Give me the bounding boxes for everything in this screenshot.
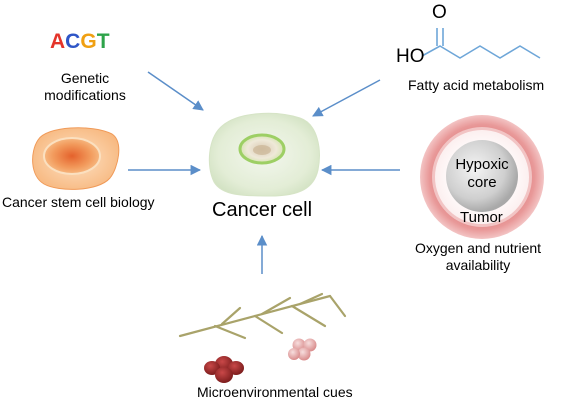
genetic-modifications-label: Genetic modifications	[30, 70, 140, 104]
genetic-line-1: Genetic	[60, 70, 110, 86]
oxygen-line-1: Oxygen and nutrient	[414, 240, 542, 256]
center-cancer-cell-label: Cancer cell	[212, 199, 313, 221]
microenvironmental-cues-label: Microenvironmental cues	[197, 384, 353, 400]
stem-cell-label: Cancer stem cell biology	[2, 194, 155, 210]
arrow-fatty	[312, 79, 381, 117]
blood-vessel-branch-icon	[178, 292, 347, 340]
hypoxic-line-2: core	[467, 174, 497, 191]
acgt-letters-icon: ACGT	[50, 30, 110, 54]
fatty-acid-label: Fatty acid metabolism	[408, 77, 545, 93]
letter-a: A	[50, 30, 66, 53]
chem-hydroxyl-label: HO	[396, 46, 425, 67]
chem-oxygen-label: O	[432, 2, 447, 23]
arrows	[128, 71, 400, 274]
oxygen-nutrient-label: Oxygen and nutrient availability	[398, 240, 558, 274]
arrow-genetic	[147, 71, 204, 111]
letter-t: T	[96, 30, 110, 53]
tumor-label: Tumor	[460, 209, 503, 226]
genetic-line-2: modifications	[44, 87, 126, 103]
stem-cell-icon	[32, 127, 120, 190]
cancer-cell-icon	[208, 112, 320, 197]
tumor-icon	[420, 115, 544, 239]
red-blood-cells-icon	[204, 356, 244, 383]
hypoxic-core-label: Hypoxic core	[447, 156, 517, 192]
oxygen-line-2: availability	[445, 257, 511, 273]
pink-cells-icon	[288, 338, 317, 361]
letter-c: C	[65, 30, 81, 53]
letter-g: G	[80, 30, 97, 53]
hypoxic-line-1: Hypoxic	[455, 156, 509, 173]
fatty-acid-structure-icon	[421, 28, 541, 59]
